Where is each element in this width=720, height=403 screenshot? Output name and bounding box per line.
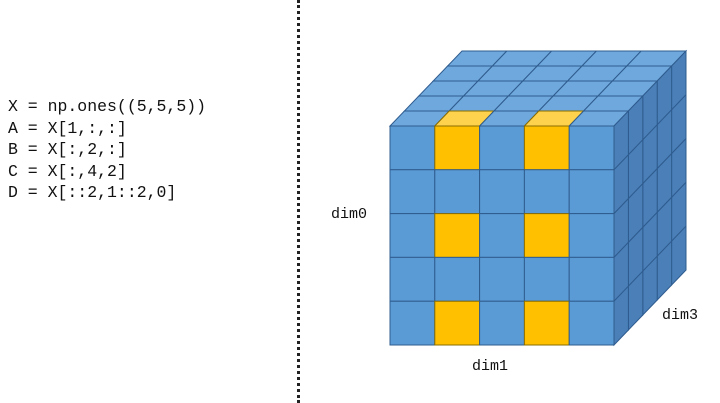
highlighted-cell	[523, 213, 570, 258]
cube-cell	[568, 256, 615, 302]
cube-cell	[389, 256, 436, 302]
cube-cell	[389, 169, 436, 215]
code-line: D = X[::2,1::2,0]	[8, 183, 177, 202]
cube-cell	[568, 169, 615, 215]
dim3-label: dim3	[662, 307, 699, 324]
code-line: B = X[:,2,:]	[8, 140, 127, 159]
cube-cell	[389, 213, 436, 258]
highlighted-cell	[523, 125, 570, 171]
cube-cell	[479, 256, 525, 302]
cube-cell	[389, 300, 436, 346]
highlighted-cell	[434, 300, 481, 346]
cube-cell	[434, 169, 481, 215]
highlighted-cell	[523, 300, 570, 346]
highlighted-cell	[434, 213, 481, 258]
dotted-divider	[297, 0, 300, 403]
cube-cell	[479, 213, 525, 258]
code-block: X = np.ones((5,5,5)) A = X[1,:,:] B = X[:,…	[8, 96, 206, 204]
dim0-label: dim0	[331, 206, 368, 223]
cube-cell	[568, 213, 615, 258]
cube-cell	[479, 169, 525, 215]
dim1-label: dim1	[472, 358, 509, 375]
code-line: X = np.ones((5,5,5))	[8, 97, 207, 116]
code-line: C = X[:,4,2]	[8, 161, 127, 181]
cube-cell	[434, 256, 481, 302]
highlighted-cell	[434, 125, 481, 171]
cube-cell	[523, 256, 570, 302]
cube-cell	[568, 125, 615, 171]
cube-cell	[568, 300, 615, 346]
cube-cell	[479, 300, 525, 346]
code-line: A = X[1,:,:]	[8, 118, 127, 138]
cube-cell	[479, 125, 525, 171]
cube-cell	[523, 169, 570, 215]
cube-cell	[389, 125, 436, 171]
